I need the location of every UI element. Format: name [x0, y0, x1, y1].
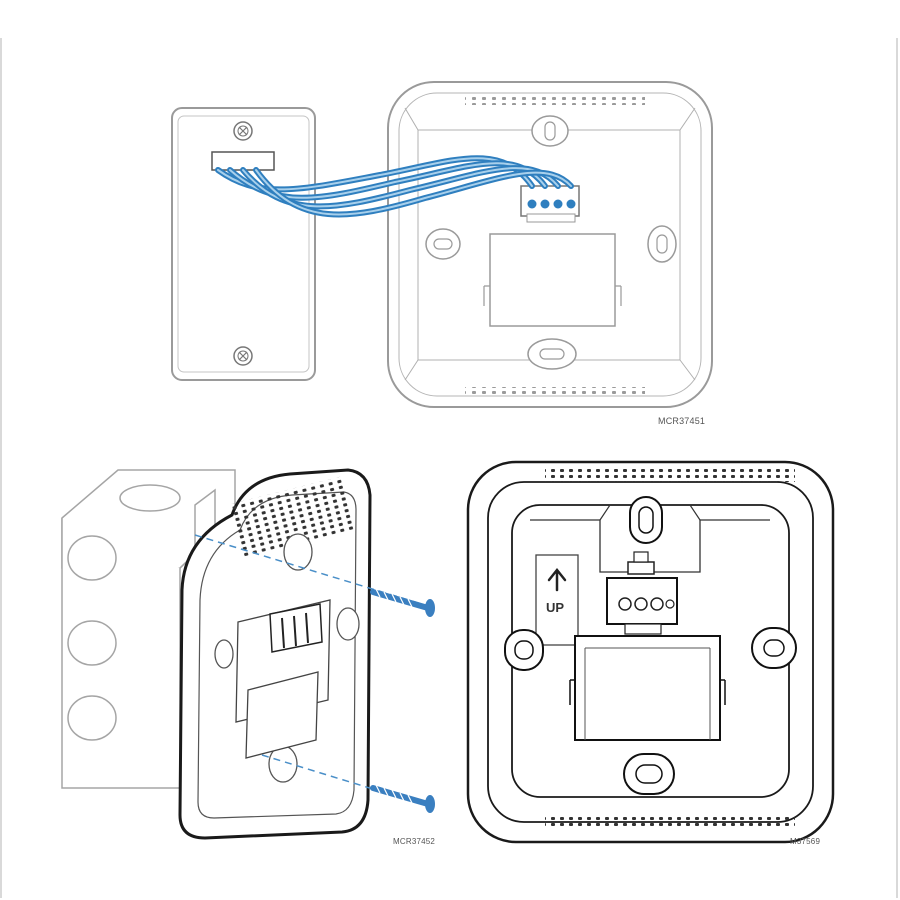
bottom-vents [465, 387, 645, 395]
terminal-block [520, 185, 580, 223]
bottom-right-figure-code: M37569 [790, 837, 821, 846]
left-frame-line [0, 38, 2, 898]
top-mount-slot [531, 115, 569, 147]
bottom-screw-icon [233, 346, 253, 366]
plate-terminal-block [269, 603, 323, 653]
top-figure [171, 81, 713, 408]
right-top-slot [629, 496, 663, 544]
up-arrow-icon [547, 567, 567, 592]
right-left-slot [504, 629, 544, 671]
center-opening [489, 233, 616, 327]
thermostat-wires [215, 155, 574, 218]
bottom-right-figure [466, 460, 835, 844]
bottom-mounting-screw-icon [370, 784, 435, 813]
right-right-slot [751, 627, 797, 669]
top-mounting-screw-icon [370, 588, 435, 617]
bottom-left-figure-code: MCR37452 [393, 837, 436, 846]
outer-bottom-vents [545, 816, 795, 828]
tilted-back-plate [178, 468, 372, 840]
right-center-opening [574, 635, 721, 741]
right-frame-line [896, 38, 898, 898]
right-bottom-slot [623, 753, 675, 795]
up-label: UP [546, 600, 565, 615]
left-mount-slot [425, 228, 461, 260]
bottom-left-figure [61, 468, 435, 840]
top-screw-icon [233, 121, 253, 141]
top-vents [465, 95, 645, 105]
right-terminal-block [606, 551, 678, 635]
thermostat-back-plate [387, 81, 713, 408]
top-figure-code: MCR37451 [658, 416, 706, 426]
outer-top-vents [545, 468, 795, 482]
right-mount-slot [647, 225, 677, 263]
bottom-mount-slot [527, 338, 577, 370]
plate-vents [227, 475, 358, 559]
mounting-guides [194, 534, 426, 806]
wall-box-plate [171, 107, 316, 381]
